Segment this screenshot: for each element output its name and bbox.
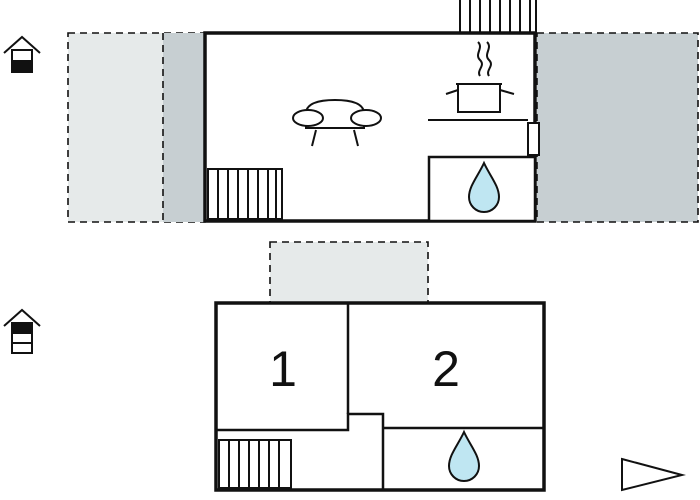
terrace-right — [536, 32, 699, 223]
room-label-2: 2 — [432, 341, 460, 397]
stairs-icon — [218, 439, 292, 489]
cooking-pot-icon — [445, 41, 515, 113]
water-drop-icon — [467, 160, 501, 213]
interior-walls — [216, 303, 544, 490]
armchair-icon — [292, 98, 382, 147]
stairs-icon — [207, 168, 283, 220]
house-floor-upper-icon — [3, 308, 41, 354]
entrance-steps — [459, 0, 537, 33]
water-drop-icon — [447, 429, 481, 482]
room-label-1: 1 — [269, 341, 297, 397]
house-floor-ground-icon — [3, 35, 41, 73]
terrace-left-dark — [163, 33, 205, 222]
ground-floor — [3, 0, 699, 223]
north-arrow-icon — [621, 457, 686, 492]
upper-floor: 1 2 — [3, 241, 546, 492]
balcony — [269, 241, 429, 304]
kitchen-counter — [428, 119, 540, 156]
